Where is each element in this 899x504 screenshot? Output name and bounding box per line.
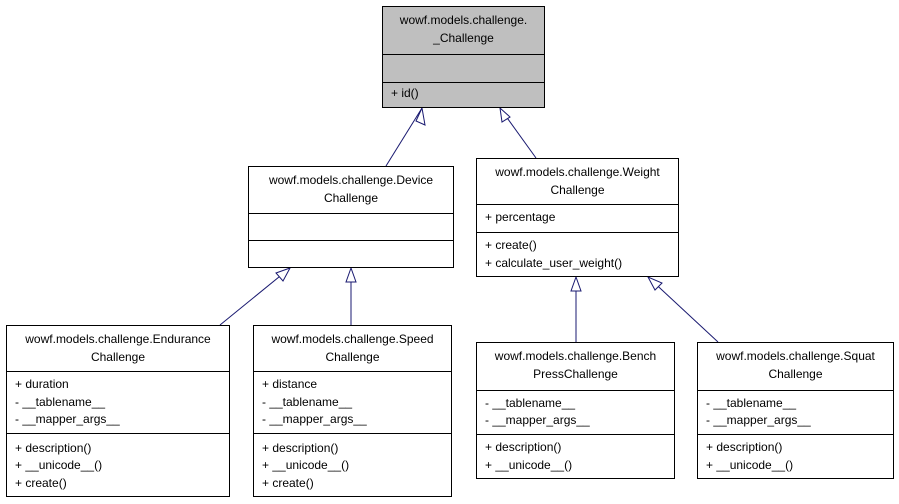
class-endurance-challenge[interactable]: wowf.models.challenge.Endurance Challeng… xyxy=(6,325,230,497)
attribute-mapper-args: - __mapper_args__ xyxy=(485,413,590,427)
arrowhead-bench-weight xyxy=(570,275,582,292)
class-title: wowf.models.challenge.Squat Challenge xyxy=(698,347,893,383)
class-title: wowf.models.challenge.Bench PressChallen… xyxy=(477,347,674,383)
class-title-line: Challenge xyxy=(323,191,379,205)
method-unicode: + __unicode__() xyxy=(262,458,350,472)
attribute-distance: + distance xyxy=(262,377,318,391)
class-title-line: wowf.models.challenge.Speed xyxy=(271,332,434,346)
class-challenge-base[interactable]: wowf.models.challenge. _Challenge + id() xyxy=(382,6,545,108)
attribute-tablename: - __tablename__ xyxy=(485,396,576,410)
attributes-section xyxy=(249,213,453,214)
method-description: + description() xyxy=(485,440,562,454)
attribute-tablename: - __tablename__ xyxy=(15,395,106,409)
edge-squat-to-weight xyxy=(647,276,719,343)
class-title: wowf.models.challenge. _Challenge xyxy=(383,11,544,47)
class-bench-press-challenge[interactable]: wowf.models.challenge.Bench PressChallen… xyxy=(476,342,675,479)
method-id: + id() xyxy=(391,86,419,100)
attributes-section xyxy=(7,371,229,372)
methods-section xyxy=(249,240,453,241)
methods-section xyxy=(698,434,893,435)
class-title: wowf.models.challenge.Device Challenge xyxy=(249,171,453,207)
arrowhead-weight-root xyxy=(499,106,511,123)
method-unicode: + __unicode__() xyxy=(706,458,794,472)
class-title-line: Challenge xyxy=(550,183,605,197)
attributes-section xyxy=(698,390,893,391)
attribute-mapper-args: - __mapper_args__ xyxy=(15,412,120,426)
method-create: + create() xyxy=(15,476,67,490)
class-title-line: Challenge xyxy=(90,350,146,364)
edge-endurance-to-device xyxy=(219,267,291,326)
edge-device-to-root xyxy=(385,107,423,167)
class-title-line: wowf.models.challenge. xyxy=(399,13,528,27)
attributes-section xyxy=(477,390,674,391)
arrowhead-device-root xyxy=(415,106,426,126)
attribute-tablename: - __tablename__ xyxy=(706,396,797,410)
method-create: + create() xyxy=(485,238,537,252)
class-title-line: PressChallenge xyxy=(533,367,618,381)
method-description: + description() xyxy=(15,441,92,455)
class-title-line: Challenge xyxy=(768,367,823,381)
method-description: + description() xyxy=(262,441,339,455)
arrowhead-speed-device xyxy=(345,266,357,283)
arrowhead-endurance-device xyxy=(275,267,292,282)
attributes-section xyxy=(477,204,678,205)
class-title-line: wowf.models.challenge.Weight xyxy=(495,165,660,179)
methods-section xyxy=(477,232,678,233)
class-device-challenge[interactable]: wowf.models.challenge.Device Challenge xyxy=(248,166,454,268)
class-title-line: wowf.models.challenge.Endurance xyxy=(25,332,211,346)
attribute-mapper-args: - __mapper_args__ xyxy=(706,413,811,427)
attributes-section xyxy=(383,54,544,55)
methods-section xyxy=(7,433,229,434)
method-create: + create() xyxy=(262,476,314,490)
class-title-line: wowf.models.challenge.Squat xyxy=(716,349,875,363)
class-title-line: wowf.models.challenge.Device xyxy=(268,173,434,187)
attribute-percentage: + percentage xyxy=(485,210,556,224)
attributes-section xyxy=(254,371,451,372)
method-unicode: + __unicode__() xyxy=(485,458,573,472)
methods-section xyxy=(254,433,451,434)
class-title-line: _Challenge xyxy=(433,31,494,45)
attribute-mapper-args: - __mapper_args__ xyxy=(262,412,367,426)
class-title: wowf.models.challenge.Weight Challenge xyxy=(477,163,678,199)
methods-section xyxy=(477,434,674,435)
method-calculate-user-weight: + calculate_user_weight() xyxy=(485,256,623,270)
method-unicode: + __unicode__() xyxy=(15,458,103,472)
class-title: wowf.models.challenge.Endurance Challeng… xyxy=(7,330,229,366)
methods-section xyxy=(383,82,544,83)
attribute-tablename: - __tablename__ xyxy=(262,395,353,409)
class-speed-challenge[interactable]: wowf.models.challenge.Speed Challenge + … xyxy=(253,325,452,497)
class-squat-challenge[interactable]: wowf.models.challenge.Squat Challenge - … xyxy=(697,342,894,479)
method-description: + description() xyxy=(706,440,783,454)
class-title-line: wowf.models.challenge.Bench xyxy=(494,349,657,363)
class-weight-challenge[interactable]: wowf.models.challenge.Weight Challenge +… xyxy=(476,158,679,277)
attribute-duration: + duration xyxy=(15,377,69,391)
arrowhead-squat-weight xyxy=(646,275,663,291)
class-title: wowf.models.challenge.Speed Challenge xyxy=(254,330,451,366)
class-title-line: Challenge xyxy=(325,350,380,364)
